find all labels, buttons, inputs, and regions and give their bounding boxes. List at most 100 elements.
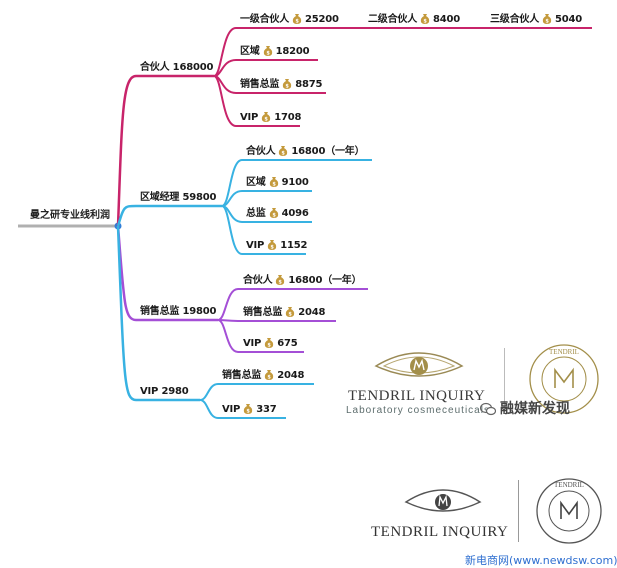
leaf-label: 销售总监 <box>243 307 283 318</box>
leaf-value: 337 <box>256 404 277 415</box>
leaf-value: 1152 <box>280 240 308 251</box>
seal-logo-icon: TENDRIL <box>536 478 602 544</box>
leaf-node: 总监 $4096 <box>246 207 309 221</box>
svg-text:$: $ <box>266 51 270 57</box>
svg-text:$: $ <box>247 409 251 415</box>
money-bag-icon: $ <box>243 403 253 415</box>
leaf-label: 三级合伙人 <box>490 14 539 25</box>
footer-credit: 新电商网(www.newdsw.com) <box>465 554 617 567</box>
leaf-node: VIP $337 <box>222 403 277 417</box>
leaf-value: 2048 <box>277 370 305 381</box>
money-bag-icon: $ <box>282 78 292 90</box>
leaf-label: 二级合伙人 <box>368 14 417 25</box>
brand-name: TENDRIL INQUIRY <box>348 388 486 404</box>
branch-vip-line <box>116 225 200 402</box>
brand-tagline: Laboratory cosmeceuticals <box>346 405 490 416</box>
leaf-value: 16800（一年） <box>288 275 362 286</box>
money-bag-icon: $ <box>278 145 288 157</box>
money-bag-icon: $ <box>542 13 552 25</box>
branch-regional-label: 区域经理 59800 <box>140 192 217 203</box>
partner-region-line <box>213 59 318 77</box>
regional-vip-line <box>221 205 306 255</box>
sales-vip-line <box>217 319 304 353</box>
leaf-node: 合伙人 $16800（一年） <box>246 145 365 159</box>
svg-text:$: $ <box>279 280 283 286</box>
leaf-node: 一级合伙人$25200 <box>240 13 339 27</box>
svg-text:$: $ <box>289 312 293 318</box>
leaf-value: 1708 <box>274 112 302 123</box>
leaf-node: 销售总监$8875 <box>240 78 322 92</box>
leaf-value: 5040 <box>555 14 583 25</box>
root-label: 曼之研专业线利润 <box>30 210 110 221</box>
leaf-label: 销售总监 <box>240 79 280 90</box>
svg-text:$: $ <box>272 182 276 188</box>
branch-partner-line <box>116 74 214 227</box>
brand-name-secondary: TENDRIL INQUIRY <box>371 524 509 540</box>
eye-logo-icon <box>374 352 464 377</box>
brand-divider-secondary <box>518 480 519 542</box>
leaf-label: VIP <box>240 112 259 123</box>
vip-vip-line <box>199 399 286 419</box>
svg-text:$: $ <box>271 245 275 251</box>
leaf-value: 9100 <box>281 177 309 188</box>
watermark-text: 融媒新发现 <box>500 401 570 417</box>
brand-divider <box>504 348 505 412</box>
leaf-node: VIP $675 <box>243 337 298 351</box>
branch-sales-label: 销售总监 19800 <box>140 306 217 317</box>
seal-text-secondary: TENDRIL <box>554 481 584 489</box>
money-bag-icon: $ <box>420 13 430 25</box>
wechat-icon <box>480 402 496 416</box>
leaf-label: VIP <box>243 338 262 349</box>
leaf-node: 区域 $18200 <box>240 45 310 59</box>
money-bag-icon: $ <box>264 369 274 381</box>
money-bag-icon: $ <box>275 274 285 286</box>
money-bag-icon: $ <box>269 207 279 219</box>
regional-region-line <box>221 190 312 207</box>
svg-text:$: $ <box>265 117 269 123</box>
leaf-label: 区域 <box>240 46 260 57</box>
leaf-label: 一级合伙人 <box>240 14 289 25</box>
leaf-value: 675 <box>277 338 298 349</box>
money-bag-icon: $ <box>261 111 271 123</box>
money-bag-icon: $ <box>292 13 302 25</box>
branch-regional-line <box>116 204 222 227</box>
svg-text:$: $ <box>282 151 286 157</box>
seal-logo-icon: TENDRIL <box>529 344 599 414</box>
leaf-value: 8400 <box>433 14 461 25</box>
leaf-value: 16800（一年） <box>291 146 365 157</box>
leaf-node: 合伙人 $16800（一年） <box>243 274 362 288</box>
sales-director-line <box>217 319 336 322</box>
leaf-label: VIP <box>222 404 241 415</box>
leaf-label: 区域 <box>246 177 266 188</box>
eye-logo-icon <box>404 489 482 512</box>
leaf-value: 8875 <box>295 79 323 90</box>
svg-text:$: $ <box>423 19 427 25</box>
leaf-node: 销售总监 $2048 <box>243 306 325 320</box>
svg-text:$: $ <box>272 213 276 219</box>
leaf-value: 25200 <box>305 14 339 25</box>
leaf-node: 三级合伙人$5040 <box>490 13 582 27</box>
money-bag-icon: $ <box>264 337 274 349</box>
vip-director-line <box>199 383 314 401</box>
svg-text:$: $ <box>268 343 272 349</box>
branch-vip-label: VIP 2980 <box>140 386 189 397</box>
leaf-node: 区域 $9100 <box>246 176 309 190</box>
leaf-value: 4096 <box>281 208 309 219</box>
leaf-label: 销售总监 <box>222 370 262 381</box>
leaf-value: 2048 <box>298 307 326 318</box>
leaf-node: 销售总监$2048 <box>222 369 304 383</box>
leaf-node: 二级合伙人 $8400 <box>368 13 460 27</box>
leaf-node: VIP $1708 <box>240 111 301 125</box>
leaf-label: 合伙人 <box>243 275 273 286</box>
money-bag-icon: $ <box>285 306 295 318</box>
leaf-label: 合伙人 <box>246 146 276 157</box>
leaf-label: 总监 <box>246 208 266 219</box>
leaf-value: 18200 <box>275 46 310 57</box>
sales-partner-line <box>217 288 368 321</box>
branch-partner-label: 合伙人 168000 <box>140 62 214 73</box>
leaf-node: VIP$1152 <box>246 239 307 253</box>
money-bag-icon: $ <box>267 239 277 251</box>
money-bag-icon: $ <box>269 176 279 188</box>
money-bag-icon: $ <box>263 45 273 57</box>
